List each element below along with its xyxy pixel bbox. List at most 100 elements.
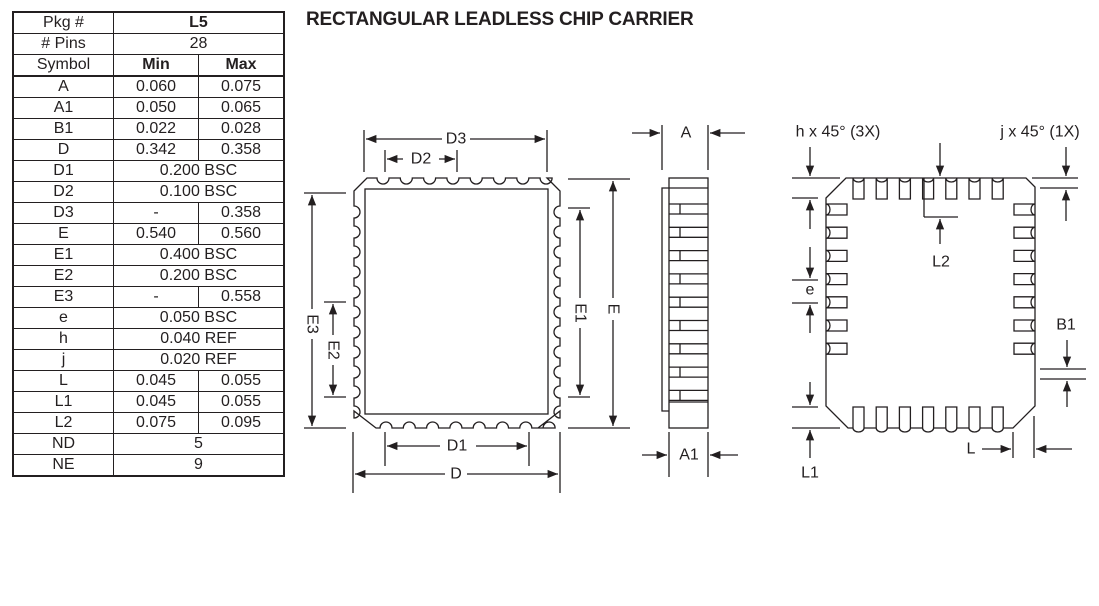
label-background xyxy=(324,335,342,365)
L1-label: L1 xyxy=(801,465,819,482)
symbol-header: Symbol xyxy=(12,54,114,77)
left-pad xyxy=(825,203,848,216)
min-cell: 0.075 xyxy=(113,412,199,434)
max-cell: 0.358 xyxy=(198,202,285,224)
bottom-pad xyxy=(898,406,912,433)
label-background xyxy=(442,130,470,148)
bottom-pad xyxy=(968,406,981,433)
L2-label: L2 xyxy=(932,254,950,271)
E1-label: E1 xyxy=(572,303,589,323)
bottom-view xyxy=(792,143,1086,458)
label-background xyxy=(440,437,476,455)
D-label: D xyxy=(450,466,462,483)
bottom-pad xyxy=(945,406,958,433)
min-cell: 0.342 xyxy=(113,139,199,161)
left-pad xyxy=(825,319,848,332)
h-note-label: h x 45° (3X) xyxy=(796,124,881,141)
symbol-cell: NE xyxy=(12,454,114,477)
side-body xyxy=(668,177,709,429)
top-pad xyxy=(921,177,935,200)
top-pad xyxy=(852,177,865,200)
label-background xyxy=(571,298,589,328)
top-pad xyxy=(875,177,888,200)
page-title: RECTANGULAR LEADLESS CHIP CARRIER xyxy=(306,9,694,30)
bottom-pad xyxy=(875,406,888,433)
right-pad xyxy=(1013,226,1036,239)
symbol-cell: E1 xyxy=(12,244,114,266)
right-pad xyxy=(1013,296,1036,309)
min-cell: 0.540 xyxy=(113,223,199,245)
label-background xyxy=(445,465,467,483)
E2-label: E2 xyxy=(325,340,342,360)
symbol-cell: L1 xyxy=(12,391,114,413)
e-label: e xyxy=(806,282,815,299)
min-cell: - xyxy=(113,286,199,308)
D2-label: D2 xyxy=(411,151,432,168)
side-view xyxy=(632,125,745,477)
E3-label: E3 xyxy=(304,314,321,334)
top-pad xyxy=(945,177,958,200)
header-row: Symbol Min Max xyxy=(12,54,285,77)
E-label: E xyxy=(605,304,622,315)
side-lid xyxy=(661,187,669,412)
right-pad xyxy=(1013,272,1036,286)
A1-label: A1 xyxy=(679,447,699,464)
value-cell: 9 xyxy=(113,454,285,477)
right-pad xyxy=(1013,319,1036,332)
top-pad xyxy=(991,177,1004,200)
pkg-row: Pkg # L5 xyxy=(12,11,285,34)
value-cell: 0.040 REF xyxy=(113,328,285,350)
symbol-cell: ND xyxy=(12,433,114,455)
B1-label: B1 xyxy=(1056,317,1076,334)
max-cell: 0.065 xyxy=(198,97,285,119)
left-pad xyxy=(825,272,848,286)
j-note-label: j x 45° (1X) xyxy=(999,124,1079,141)
right-pad xyxy=(1013,203,1036,216)
value-cell: 5 xyxy=(113,433,285,455)
package-outline xyxy=(353,177,561,429)
max-cell: 0.075 xyxy=(198,75,285,98)
label-background xyxy=(303,309,321,339)
left-pad xyxy=(825,296,848,309)
min-cell: 0.060 xyxy=(113,75,199,98)
A-label: A xyxy=(681,125,692,142)
max-header: Max xyxy=(198,54,285,77)
value-cell: 0.020 REF xyxy=(113,349,285,371)
max-cell: 0.560 xyxy=(198,223,285,245)
bottom-pad xyxy=(921,406,935,433)
value-cell: 0.400 BSC xyxy=(113,244,285,266)
max-cell: 0.558 xyxy=(198,286,285,308)
max-cell: 0.028 xyxy=(198,118,285,140)
label-background xyxy=(604,298,622,320)
D1-label: D1 xyxy=(447,438,468,455)
left-pad xyxy=(825,342,848,355)
pins-value: 28 xyxy=(113,33,285,55)
bottom-pad xyxy=(991,406,1004,433)
package-outline xyxy=(825,177,1036,429)
cavity-outline xyxy=(364,188,549,415)
value-cell: 0.050 BSC xyxy=(113,307,285,329)
symbol-cell: E2 xyxy=(12,265,114,287)
top-pad xyxy=(968,177,981,200)
bottom-pad xyxy=(852,406,865,433)
L-label: L xyxy=(967,441,976,458)
min-header: Min xyxy=(113,54,199,77)
D3-label: D3 xyxy=(446,131,467,148)
right-pad xyxy=(1013,342,1036,355)
left-pad xyxy=(825,226,848,239)
right-pad xyxy=(1013,249,1036,263)
